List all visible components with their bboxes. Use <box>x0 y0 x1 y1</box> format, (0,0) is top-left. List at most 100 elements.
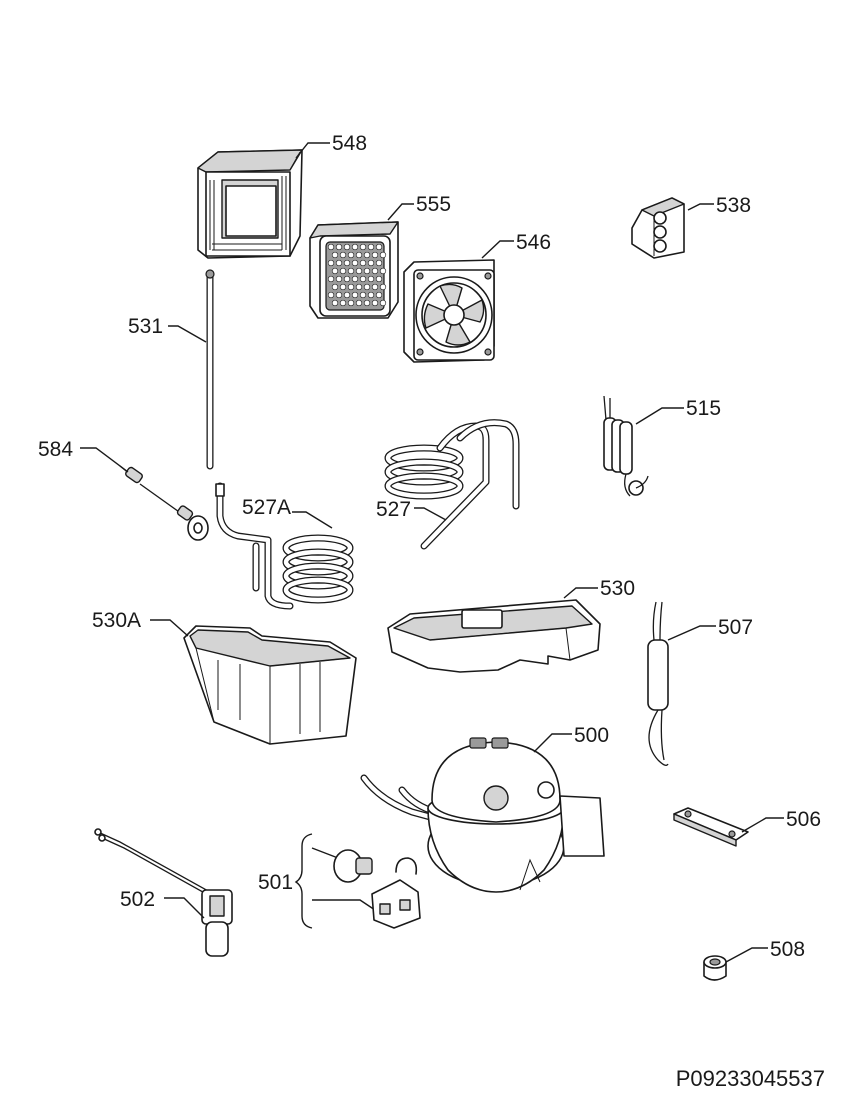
filter-hole <box>327 259 335 267</box>
label-507: 507 <box>718 616 753 639</box>
filter-hole <box>359 291 367 299</box>
part-507-drier <box>647 601 669 766</box>
filter-hole <box>363 267 371 275</box>
leader-508 <box>725 947 768 963</box>
filter-hole <box>379 267 387 275</box>
part-502-thermostat <box>94 828 233 957</box>
leader-548 <box>295 142 330 159</box>
part-531-heater-rod <box>205 269 215 470</box>
filter-hole <box>371 267 379 275</box>
document-code: P09233045537 <box>675 1066 825 1091</box>
leader-584 <box>80 447 129 473</box>
label-584: 584 <box>38 438 73 461</box>
part-584-sensor <box>119 465 209 541</box>
filter-hole <box>339 299 347 307</box>
filter-hole <box>379 299 387 307</box>
filter-hole <box>363 283 371 291</box>
filter-hole <box>339 267 347 275</box>
filter-hole <box>343 275 351 283</box>
filter-hole <box>355 251 363 259</box>
filter-hole <box>367 275 375 283</box>
label-530: 530 <box>600 577 635 600</box>
label-538: 538 <box>716 194 751 217</box>
filter-hole <box>327 291 335 299</box>
part-538-terminal-block <box>631 197 685 259</box>
filter-hole <box>375 259 383 267</box>
leader-538 <box>687 203 714 211</box>
leader-527 <box>414 507 447 521</box>
filter-hole <box>355 267 363 275</box>
label-527: 527 <box>376 498 411 521</box>
filter-hole <box>371 251 379 259</box>
leader-500 <box>533 733 572 753</box>
leader-527A <box>292 511 333 529</box>
filter-hole <box>331 251 339 259</box>
filter-hole <box>351 291 359 299</box>
part-515-heater-element <box>603 395 649 497</box>
filter-hole <box>335 243 343 251</box>
label-501: 501 <box>258 871 293 894</box>
filter-hole <box>351 275 359 283</box>
filter-hole <box>351 259 359 267</box>
part-527-tube <box>384 419 520 550</box>
label-515: 515 <box>686 397 721 420</box>
label-531: 531 <box>128 315 163 338</box>
filter-hole <box>335 291 343 299</box>
leader-507 <box>667 625 716 641</box>
filter-hole <box>335 275 343 283</box>
filter-hole <box>363 299 371 307</box>
filter-hole <box>375 243 383 251</box>
leader-531 <box>168 325 207 343</box>
part-546-fan <box>403 259 495 363</box>
filter-hole <box>351 243 359 251</box>
filter-hole <box>355 283 363 291</box>
filter-hole <box>371 283 379 291</box>
filter-hole <box>359 275 367 283</box>
leader-546 <box>481 240 514 259</box>
filter-hole <box>339 251 347 259</box>
filter-hole <box>331 267 339 275</box>
filter-hole <box>343 291 351 299</box>
filter-hole <box>327 243 335 251</box>
part-555-filter <box>309 221 399 319</box>
part-548-frame <box>197 149 303 259</box>
label-527A: 527A <box>242 496 291 519</box>
filter-hole <box>367 243 375 251</box>
leader-506 <box>741 817 784 833</box>
filter-hole <box>347 283 355 291</box>
filter-hole <box>343 243 351 251</box>
part-500-compressor <box>360 737 605 893</box>
part-506-bracket <box>673 807 749 847</box>
filter-hole <box>379 283 387 291</box>
leader-515 <box>635 407 684 425</box>
filter-hole <box>347 251 355 259</box>
filter-hole <box>355 299 363 307</box>
leader-530A <box>150 619 189 637</box>
part-508-grommet <box>703 955 727 981</box>
label-546: 546 <box>516 231 551 254</box>
leader-555 <box>387 203 414 221</box>
filter-hole <box>375 275 383 283</box>
part-530A-box <box>183 625 357 745</box>
leader-502 <box>164 897 205 919</box>
label-530A: 530A <box>92 609 141 632</box>
label-506: 506 <box>786 808 821 831</box>
filter-hole <box>331 283 339 291</box>
label-500: 500 <box>574 724 609 747</box>
filter-hole <box>331 299 339 307</box>
filter-hole <box>359 259 367 267</box>
filter-hole <box>347 267 355 275</box>
filter-hole <box>359 243 367 251</box>
filter-hole <box>371 299 379 307</box>
label-508: 508 <box>770 938 805 961</box>
filter-hole <box>367 291 375 299</box>
filter-hole <box>335 259 343 267</box>
part-501-relay-kit <box>294 833 421 929</box>
filter-hole <box>343 259 351 267</box>
filter-hole <box>367 259 375 267</box>
label-555: 555 <box>416 193 451 216</box>
filter-hole <box>327 275 335 283</box>
label-502: 502 <box>120 888 155 911</box>
